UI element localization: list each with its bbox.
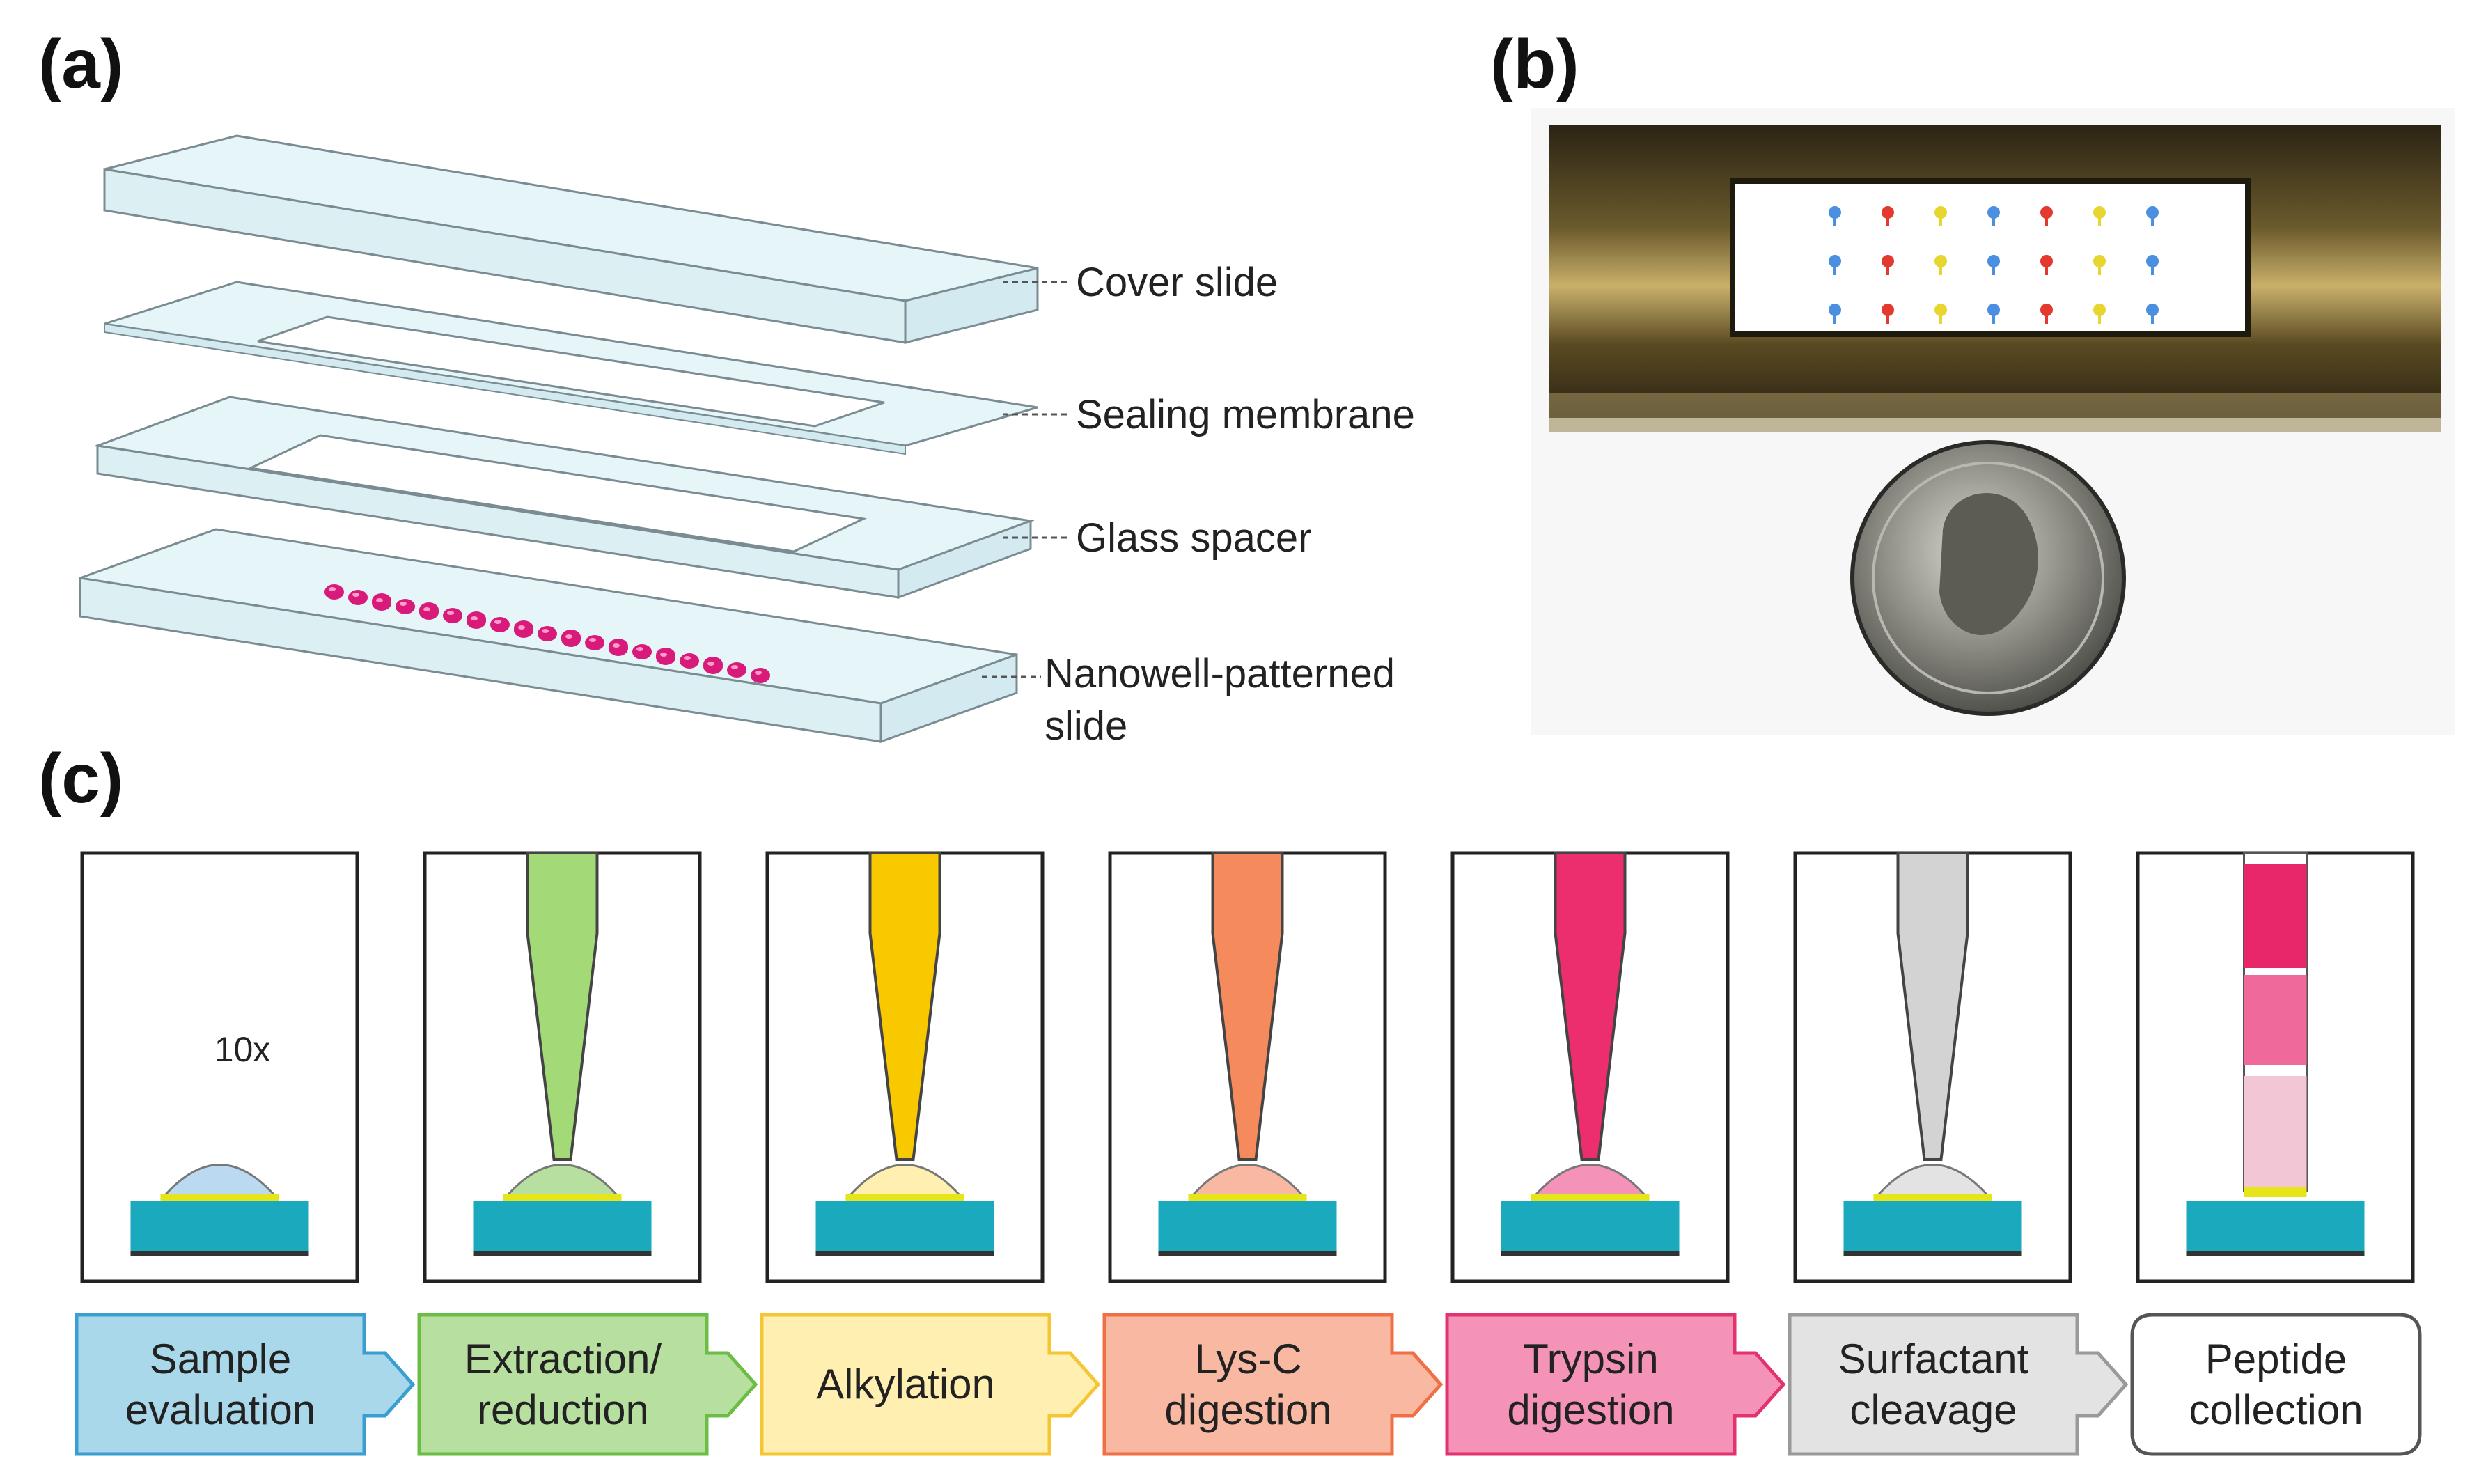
reagent-spot (2146, 206, 2159, 219)
reagent-spot (2040, 304, 2053, 316)
nanowell-slide-label: Nanowell-patterned slide (1045, 651, 1395, 749)
sample-droplet (1873, 1164, 1992, 1199)
panel-b-label: (b) (1490, 25, 1579, 103)
step-arrow-alkylation (760, 1313, 1101, 1456)
step-label-trypsin: Trypsin digestion (1507, 1335, 1675, 1433)
objective-label: 10x (214, 1030, 271, 1069)
pipette-tip (1554, 852, 1627, 1161)
step-panel-trypsin (1450, 851, 1730, 1283)
step-panel-collection (2136, 851, 2415, 1283)
sample-droplet (503, 1164, 622, 1199)
sample-droplet (1188, 1164, 1307, 1199)
sample-droplet (160, 1164, 279, 1199)
reagent-spot (1987, 206, 2000, 219)
sealing-membrane (104, 281, 1038, 455)
reagent-spot (1882, 255, 1894, 267)
glass-spacer-label: Glass spacer (1076, 515, 1312, 561)
step-arrow-extraction (417, 1313, 758, 1456)
step-arrow-surfactant (1788, 1313, 2129, 1456)
pipette-tip (526, 852, 599, 1161)
sample-droplet (845, 1164, 964, 1199)
substrate (815, 1201, 994, 1251)
substrate (473, 1201, 652, 1251)
reagent-spot (2146, 304, 2159, 316)
reagent-spot (1829, 304, 1841, 316)
step-label-collection: Peptide collection (2189, 1335, 2363, 1433)
step-panel-surfactant (1793, 851, 2072, 1283)
substrate (2186, 1201, 2365, 1251)
step-panel-alkylation (765, 851, 1045, 1283)
reagent-spot-array (1829, 206, 2159, 324)
step-label-extraction: Extraction/ reduction (464, 1335, 662, 1433)
reagent-spot (2040, 206, 2053, 219)
reagent-spot (1882, 304, 1894, 316)
cover-slide (103, 134, 1039, 344)
glass-spacer (93, 396, 1035, 600)
substrate (130, 1201, 309, 1251)
step-label-surfactant: Surfactant cleavage (1838, 1335, 2029, 1433)
substrate (1843, 1201, 2022, 1251)
reagent-spot (2093, 304, 2106, 316)
step-label-lysc: Lys-C digestion (1164, 1335, 1332, 1433)
panel-c-label: (c) (38, 740, 124, 818)
reagent-spot (1934, 304, 1947, 316)
reagent-spot (2040, 255, 2053, 267)
step-arrow-lysc (1102, 1313, 1444, 1456)
step-arrow-collection (2130, 1313, 2422, 1456)
pipette-tip (1211, 852, 1284, 1161)
step-panel-extraction (423, 851, 702, 1283)
reagent-spot (1987, 304, 2000, 316)
reagent-spot (1934, 206, 1947, 219)
step-panel-sample (80, 851, 359, 1283)
callout-lines (982, 281, 1069, 678)
sample-droplet (1531, 1164, 1650, 1199)
sealing-membrane-label: Sealing membrane (1076, 392, 1415, 437)
step-arrow-trypsin (1445, 1313, 1786, 1456)
step-label-alkylation: Alkylation (816, 1361, 995, 1408)
step-panel-lysc (1108, 851, 1387, 1283)
reagent-spot (1934, 255, 1947, 267)
reagent-spot (1829, 206, 1841, 219)
substrate (1158, 1201, 1337, 1251)
step-arrow-sample (75, 1313, 416, 1456)
reagent-spot (2146, 255, 2159, 267)
step-label-sample: Sample evaluation (125, 1335, 316, 1433)
cover-slide-label: Cover slide (1076, 260, 1278, 305)
reagent-spot (2093, 206, 2106, 219)
panel-a-label: (a) (38, 25, 124, 103)
reagent-spot (1829, 255, 1841, 267)
reagent-spot (2093, 255, 2106, 267)
pipette-tip (868, 852, 941, 1161)
nanowell-array (324, 584, 770, 683)
quarter-coin (1850, 440, 2126, 716)
pipette-tip (1896, 852, 1969, 1161)
reagent-spot (1882, 206, 1894, 219)
substrate (1501, 1201, 1680, 1251)
reagent-spot (1987, 255, 2000, 267)
